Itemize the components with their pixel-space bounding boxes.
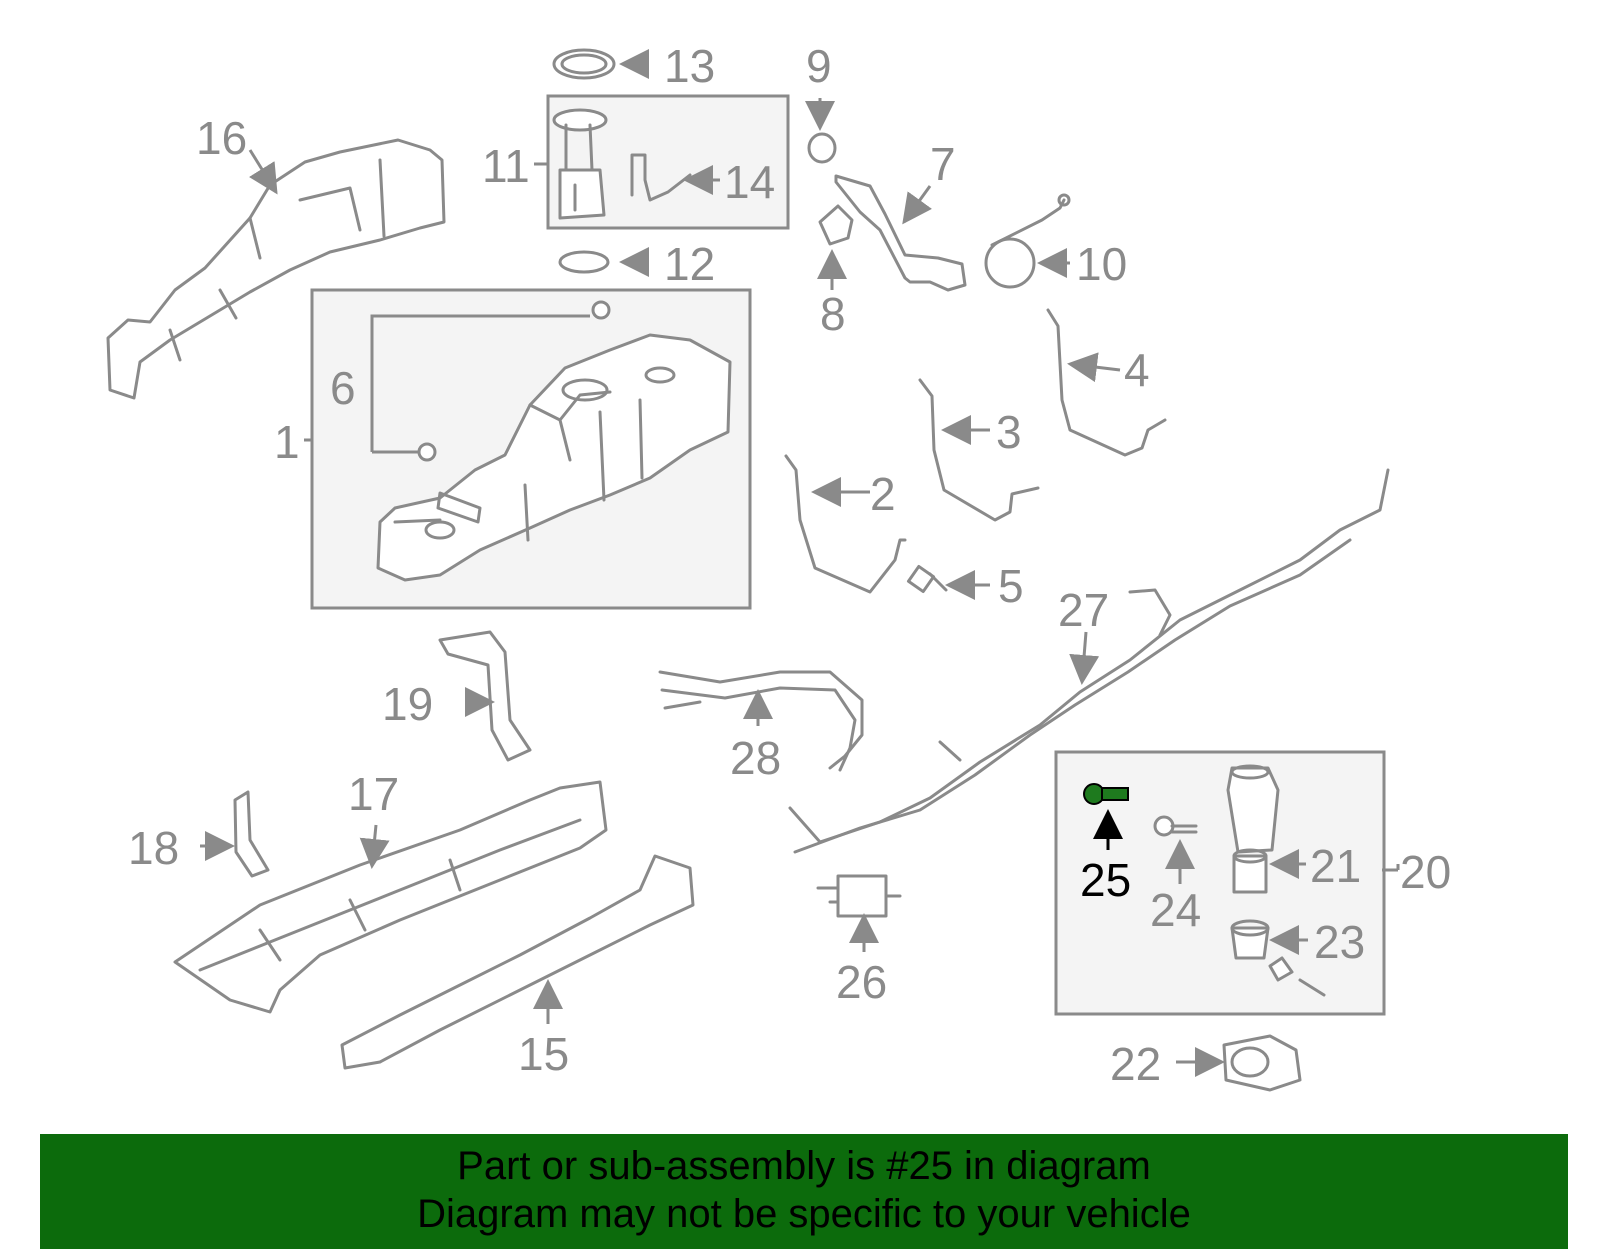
fuel-filter-housing-20[interactable] xyxy=(1226,764,1280,854)
filter-bracket-22[interactable] xyxy=(1222,1034,1302,1092)
callout-23: 23 xyxy=(1314,916,1365,968)
callout-21: 21 xyxy=(1310,840,1361,892)
shield-15[interactable] xyxy=(340,854,695,1070)
callout-3: 3 xyxy=(996,406,1022,458)
info-banner: Part or sub-assembly is #25 in diagram D… xyxy=(40,1134,1568,1249)
filler-pipe-7[interactable] xyxy=(834,174,967,292)
callout-26: 26 xyxy=(836,956,887,1008)
filler-housing-10[interactable] xyxy=(984,193,1071,289)
callout-10: 10 xyxy=(1076,238,1127,290)
callout-8: 8 xyxy=(820,288,846,340)
callout-15: 15 xyxy=(518,1028,569,1080)
callout-19: 19 xyxy=(382,678,433,730)
callout-25: 25 xyxy=(1080,854,1131,906)
callout-13: 13 xyxy=(664,40,715,92)
callout-28: 28 xyxy=(730,732,781,784)
lock-ring-13[interactable] xyxy=(552,48,616,80)
fuel-lines-28[interactable] xyxy=(658,670,864,772)
bolt-24[interactable] xyxy=(1153,815,1198,837)
callout-22: 22 xyxy=(1110,1038,1161,1090)
o-ring-12[interactable] xyxy=(558,250,610,274)
filler-cap-8[interactable] xyxy=(818,204,854,246)
bolt-25-highlighted[interactable] xyxy=(1083,783,1129,805)
skid-plate-17[interactable] xyxy=(173,780,608,1014)
callout-17: 17 xyxy=(348,768,399,820)
callout-4: 4 xyxy=(1124,344,1150,396)
valve-26[interactable] xyxy=(816,874,902,918)
filter-21[interactable] xyxy=(1232,848,1268,894)
filter-cap-23[interactable] xyxy=(1230,919,1270,960)
callout-2: 2 xyxy=(870,468,896,520)
strap-3[interactable] xyxy=(918,378,1040,522)
strap-4[interactable] xyxy=(1046,308,1167,457)
callout-20: 20 xyxy=(1400,846,1451,898)
bolt-5[interactable] xyxy=(906,564,948,594)
callout-6: 6 xyxy=(330,362,356,414)
strap-2[interactable] xyxy=(784,454,907,594)
callout-11: 11 xyxy=(482,140,530,192)
callout-1: 1 xyxy=(274,416,300,468)
bracket-19[interactable] xyxy=(438,630,532,762)
callout-18: 18 xyxy=(128,822,179,874)
callout-27: 27 xyxy=(1058,584,1109,636)
parts-diagram: 13 12 11 14 9 8 7 10 4 3 2 5 6 1 16 19 1… xyxy=(106,40,1451,1092)
filler-seal-9[interactable] xyxy=(807,132,837,164)
bracket-18[interactable] xyxy=(233,790,270,878)
callout-5: 5 xyxy=(998,560,1024,612)
callout-12: 12 xyxy=(664,238,715,290)
callout-24: 24 xyxy=(1150,884,1201,936)
fuel-sender-14[interactable] xyxy=(630,153,692,202)
fuel-pump-module-11[interactable] xyxy=(552,108,608,220)
banner-line-2: Diagram may not be specific to your vehi… xyxy=(417,1192,1191,1236)
callout-9: 9 xyxy=(806,40,832,92)
fuel-tank-1[interactable] xyxy=(376,333,732,582)
callout-14: 14 xyxy=(724,156,775,208)
grommet-6[interactable] xyxy=(417,300,611,462)
banner-line-1: Part or sub-assembly is #25 in diagram xyxy=(457,1144,1151,1188)
heat-shield-16[interactable] xyxy=(106,138,446,400)
callout-16: 16 xyxy=(196,112,247,164)
callout-7: 7 xyxy=(930,138,956,190)
